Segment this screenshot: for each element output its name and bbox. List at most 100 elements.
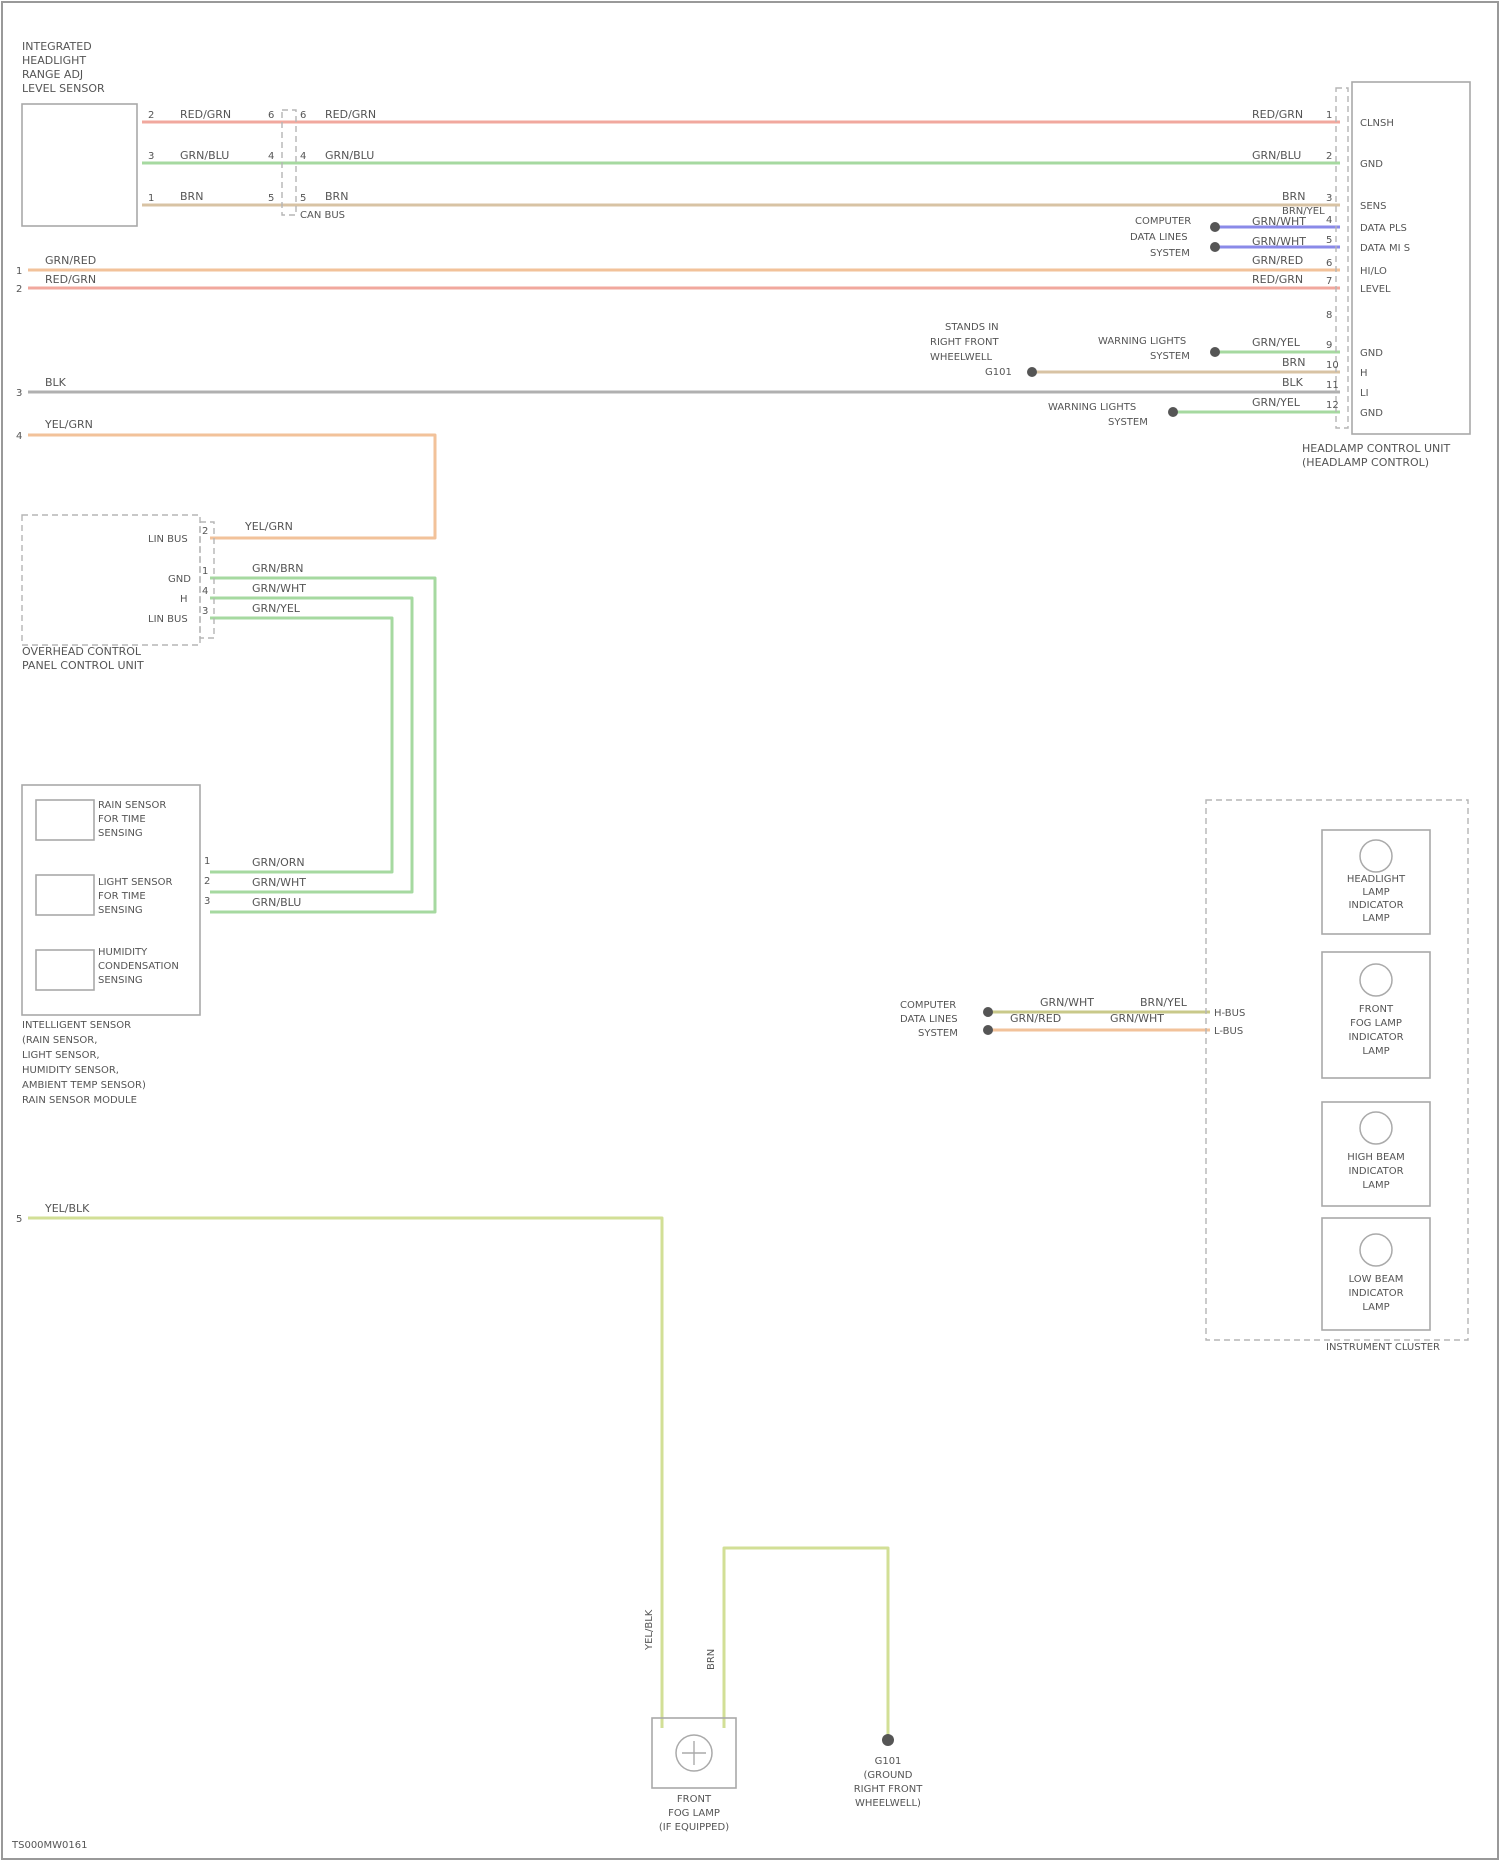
sensor-sub-2-label: LIGHT SENSOR — [98, 877, 172, 888]
pin-label: 3 — [204, 896, 210, 907]
level-sensor-label-3: RANGE ADJ — [22, 68, 83, 81]
terminal-label: L-BUS — [1214, 1026, 1243, 1037]
terminal-label: SENS — [1360, 201, 1387, 212]
pin-label: 10 — [1326, 360, 1339, 371]
splice-dot — [1210, 242, 1220, 252]
note-label: STANDS IN — [945, 322, 999, 333]
lamp-label: FRONT — [1359, 1004, 1394, 1015]
wire-label: GRN/RED — [1252, 254, 1303, 267]
instrument-cluster-label: INSTRUMENT CLUSTER — [1326, 1342, 1440, 1353]
fog-lamp-filament — [682, 1741, 706, 1765]
note-label: SYSTEM — [1108, 417, 1148, 428]
wire-label: GRN/WHT — [252, 876, 306, 889]
note-label: WARNING LIGHTS — [1098, 336, 1186, 347]
splice-label: CAN BUS — [300, 210, 345, 221]
sensor-sub-3-label: SENSING — [98, 975, 143, 986]
front-fog-lamp: FRONT FOG LAMP (IF EQUIPPED) — [652, 1718, 736, 1833]
wire-label: RED/GRN — [1252, 273, 1303, 286]
wire-label: RED/GRN — [180, 108, 231, 121]
sensor-sub-1 — [36, 800, 94, 840]
wire-panel-feed — [28, 435, 435, 538]
ground-icon — [882, 1734, 894, 1746]
pin-label: 4 — [16, 431, 22, 442]
level-sensor: INTEGRATED HEADLIGHT RANGE ADJ LEVEL SEN… — [22, 40, 154, 226]
fog-lamp-label: FOG LAMP — [668, 1808, 720, 1819]
wire-label: GRN/WHT — [252, 582, 306, 595]
pin-label: 12 — [1326, 400, 1339, 411]
wire-label: GRN/YEL — [252, 602, 301, 615]
indicator-lamp-headlight: HEADLIGHT LAMP INDICATOR LAMP — [1322, 830, 1430, 934]
wire-panel-bus-3 — [210, 618, 392, 872]
fog-lamp-label: FRONT — [677, 1794, 712, 1805]
terminal-label: LEVEL — [1360, 284, 1391, 295]
footer-code: TS000MW0161 — [11, 1840, 88, 1851]
pin-label: 7 — [1326, 276, 1332, 287]
wire-label: GRN/RED — [1010, 1012, 1061, 1025]
pin-label: 2 — [202, 526, 208, 537]
sensor-cluster-label: INTELLIGENT SENSOR — [22, 1020, 131, 1031]
note-label: SYSTEM — [918, 1028, 958, 1039]
wire-label: RED/GRN — [45, 273, 96, 286]
wire-label: RED/GRN — [325, 108, 376, 121]
lamp-label: HEADLIGHT — [1347, 874, 1406, 885]
pin-label: 2 — [204, 876, 210, 887]
pin-label: 8 — [1326, 310, 1332, 321]
wire-label: GRN/BLU — [325, 149, 374, 162]
sensor-cluster-label: (RAIN SENSOR, — [22, 1035, 97, 1046]
terminal-label: LI — [1360, 388, 1369, 399]
level-sensor-label-2: HEADLIGHT — [22, 54, 86, 67]
indicator-lamp-high-beam: HIGH BEAM INDICATOR LAMP — [1322, 1102, 1430, 1206]
overhead-panel-label-1: OVERHEAD CONTROL — [22, 645, 142, 658]
wire-label: BLK — [1282, 376, 1304, 389]
wire-layer — [28, 122, 1340, 1738]
headlamp-unit-label-1: HEADLAMP CONTROL UNIT — [1302, 442, 1450, 455]
note-label: G101 — [985, 367, 1012, 378]
lamp-bulb-icon — [1360, 964, 1392, 996]
splice-dot — [983, 1007, 993, 1017]
note-label: WHEELWELL — [930, 352, 992, 363]
wire-label: YEL/BLK — [44, 1202, 90, 1215]
sensor-sub-2 — [36, 875, 94, 915]
note-label: SYSTEM — [1150, 351, 1190, 362]
pin-label: 6 — [268, 110, 274, 121]
level-sensor-box — [22, 104, 137, 226]
wire-fog-feed — [28, 1218, 662, 1728]
pin-label: 2 — [1326, 151, 1332, 162]
sensor-cluster-label: LIGHT SENSOR, — [22, 1050, 100, 1061]
lamp-bulb-icon — [1360, 840, 1392, 872]
wire-label: GRN/WHT — [1252, 215, 1306, 228]
overhead-control-panel: OVERHEAD CONTROL PANEL CONTROL UNIT LIN … — [22, 515, 214, 672]
splice-dot — [1210, 222, 1220, 232]
wire-label: YEL/BLK — [644, 1609, 655, 1651]
ground-label: WHEELWELL) — [855, 1798, 921, 1809]
headlamp-unit-connector — [1336, 88, 1348, 428]
wire-label: GRN/BLU — [180, 149, 229, 162]
pin-label: 4 — [1326, 215, 1332, 226]
wire-label: BLK — [45, 376, 67, 389]
pin-label: 4 — [268, 151, 274, 162]
headlamp-unit-label-2: (HEADLAMP CONTROL) — [1302, 456, 1429, 469]
note-label: RIGHT FRONT — [930, 337, 1000, 348]
wire-label: GRN/WHT — [1040, 996, 1094, 1009]
terminal-label: H — [180, 594, 188, 605]
terminal-label: GND — [168, 574, 191, 585]
terminal-label: GND — [1360, 408, 1383, 419]
wire-label: GRN/WHT — [1110, 1012, 1164, 1025]
lamp-label: HIGH BEAM — [1347, 1152, 1405, 1163]
pin-label: 5 — [1326, 235, 1332, 246]
terminal-label: LIN BUS — [148, 614, 188, 625]
terminal-label: GND — [1360, 159, 1383, 170]
wire-label: GRN/BLU — [252, 896, 301, 909]
note-label: DATA LINES — [900, 1014, 958, 1025]
splice-dot — [983, 1025, 993, 1035]
wire-fog-ground — [724, 1548, 888, 1738]
terminal-label: HI/LO — [1360, 266, 1387, 277]
wire-label: BRN — [180, 190, 203, 203]
lamp-label: LAMP — [1362, 1302, 1389, 1313]
pin-label: 5 — [300, 193, 306, 204]
wire-label: GRN/BRN — [252, 562, 304, 575]
wire-label: GRN/ORN — [252, 856, 305, 869]
lamp-box — [1322, 952, 1430, 1078]
wire-label: GRN/RED — [45, 254, 96, 267]
